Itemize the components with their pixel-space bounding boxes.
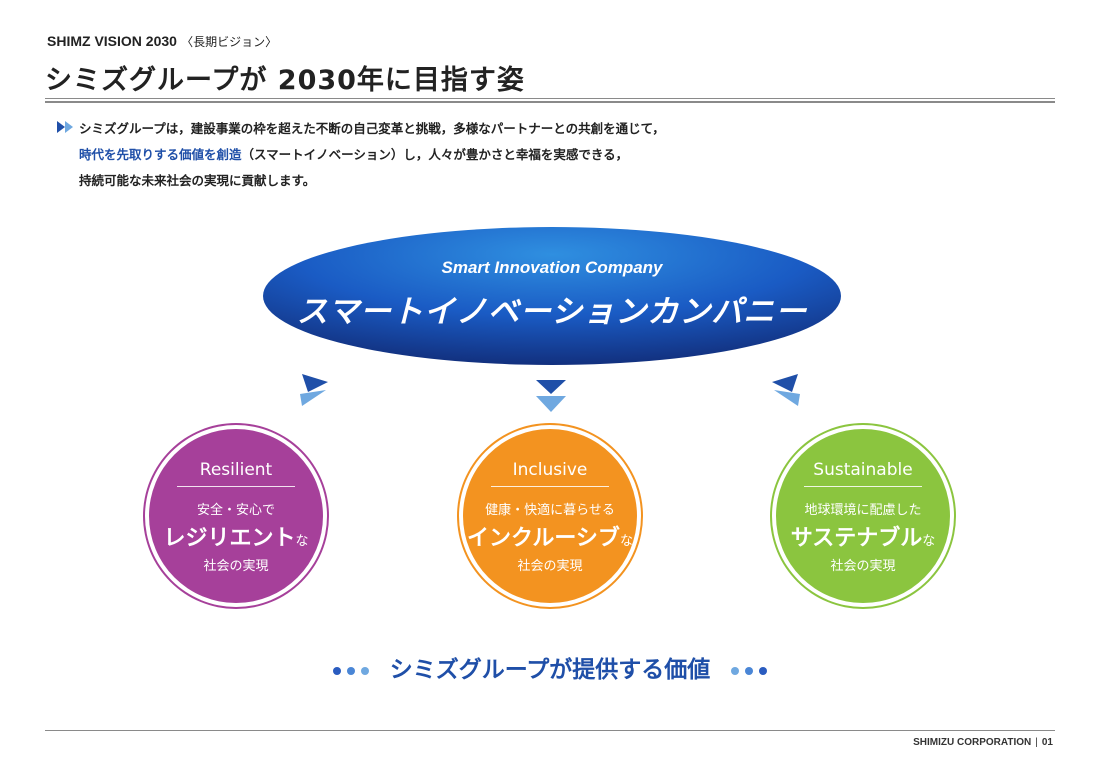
vision-ellipse: Smart Innovation Company スマートイノベーションカンパニ… (262, 226, 842, 366)
value-prefix: 健康・快適に暮らせる (485, 503, 615, 518)
value-suffix: な (619, 534, 633, 549)
intro-line-2: 時代を先取りする価値を創造（スマートイノベーション）し，人々が豊かさと幸福を実感… (57, 142, 665, 168)
value-suffix: な (295, 534, 309, 549)
footer: SHIMIZU CORPORATION|01 (913, 737, 1053, 748)
intro-text: シミズグループは，建設事業の枠を超えた不断の自己変革と挑戦，多様なパートナーとの… (57, 116, 665, 194)
value-prefix: 安全・安心で (196, 503, 275, 518)
value-postfix: 社会の実現 (517, 559, 583, 574)
intro-line-2-rest: （スマートイノベーション）し，人々が豊かさと幸福を実感できる， (241, 147, 629, 162)
value-english: Sustainable (813, 460, 913, 480)
value-main-text: インクルーシブ (467, 526, 620, 551)
footer-divider (45, 730, 1055, 731)
footer-company: SHIMIZU CORPORATION (913, 737, 1032, 748)
value-circle-sustainable: Sustainable 地球環境に配慮した サステナブルな 社会の実現 (776, 429, 950, 603)
value-main: サステナブルな (776, 520, 950, 552)
value-divider (804, 486, 922, 487)
intro-line-1: シミズグループは，建設事業の枠を超えた不断の自己変革と挑戦，多様なパートナーとの… (79, 121, 665, 136)
dots-right-icon (728, 655, 770, 681)
value-english: Inclusive (512, 460, 588, 480)
value-divider (177, 486, 295, 487)
brand-name: SHIMZ VISION 2030 (47, 33, 177, 49)
chevron-right-icon (772, 374, 800, 406)
value-main-text: レジリエント (163, 526, 296, 551)
value-circle-resilient: Resilient 安全・安心で レジリエントな 社会の実現 (149, 429, 323, 603)
page-number: 01 (1041, 737, 1053, 748)
value-main: インクルーシブな (463, 520, 637, 552)
value-postfix: 社会の実現 (203, 559, 269, 574)
value-main-text: サステナブル (790, 526, 923, 551)
value-english: Resilient (199, 460, 273, 480)
ellipse-shape (263, 227, 841, 365)
header-tag: SHIMZ VISION 2030 〈長期ビジョン〉 (47, 33, 277, 50)
chevron-left-icon (300, 374, 328, 406)
value-circle-inclusive: Inclusive 健康・快適に暮らせる インクルーシブな 社会の実現 (463, 429, 637, 603)
value-divider (491, 486, 609, 487)
brand-subtitle: 〈長期ビジョン〉 (181, 35, 278, 49)
dots-left-icon (330, 655, 372, 681)
intro-highlight: 時代を先取りする価値を創造 (79, 147, 242, 162)
value-caption-text: シミズグループが提供する価値 (389, 657, 711, 683)
chevron-down-icon (536, 380, 566, 412)
value-main: レジリエントな (149, 520, 323, 552)
intro-line-3: 持続可能な未来社会の実現に貢献します。 (79, 173, 316, 188)
page-title: シミズグループが 2030年に目指す姿 (45, 65, 525, 96)
vision-japanese: スマートイノベーションカンパニー (296, 294, 808, 330)
double-arrow-icon (57, 121, 73, 133)
value-caption: シミズグループが提供する価値 (0, 650, 1100, 684)
title-divider (45, 98, 1055, 103)
vision-english: Smart Innovation Company (441, 258, 663, 277)
value-postfix: 社会の実現 (830, 559, 896, 574)
value-prefix: 地球環境に配慮した (804, 503, 922, 518)
value-suffix: な (922, 534, 936, 549)
